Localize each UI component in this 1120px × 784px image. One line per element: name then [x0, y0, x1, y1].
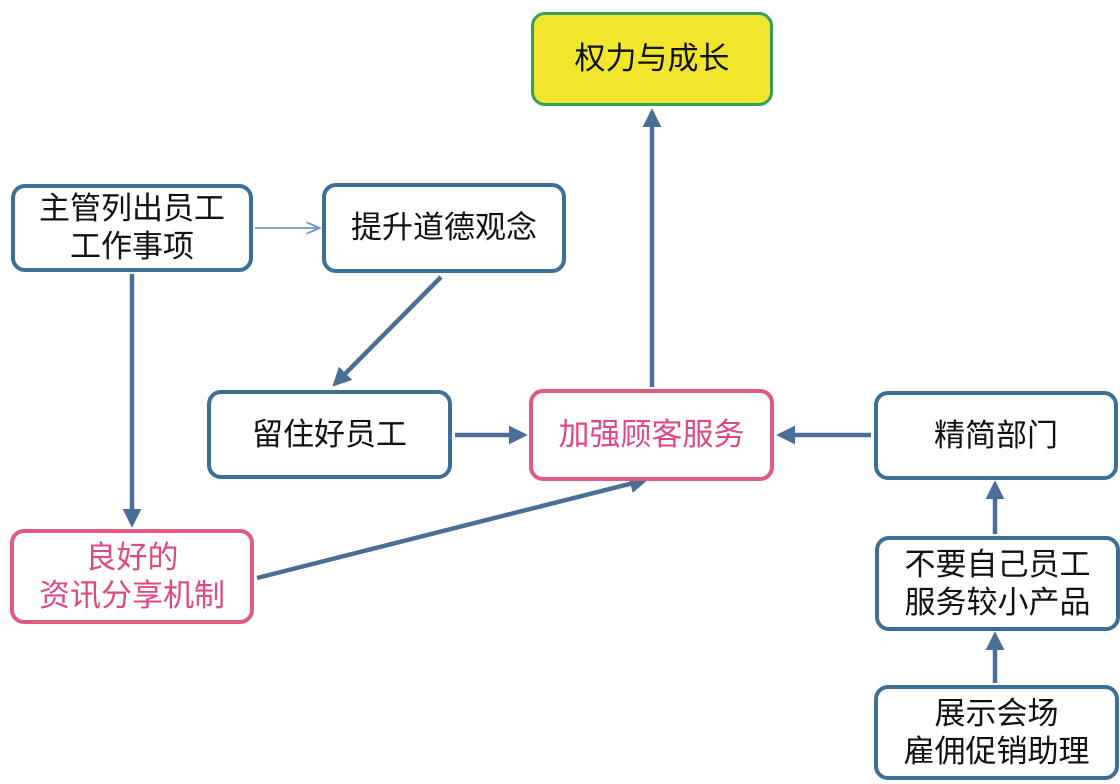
node-label-line: 资讯分享机制 [39, 577, 225, 614]
node-label-line: 权力与成长 [574, 41, 730, 77]
node-strengthen-customer-service: 加强顾客服务 [529, 389, 774, 481]
node-label-line: 工作事项 [70, 229, 194, 265]
node-power-and-growth: 权力与成长 [531, 12, 773, 106]
edge-ethic-to-keep [332, 275, 443, 387]
node-supervisor-list-tasks: 主管列出员工 工作事项 [11, 184, 253, 272]
node-label-line: 提升道德观念 [351, 210, 537, 246]
node-small-products: 不要自己员工 服务较小产品 [875, 536, 1120, 631]
node-exhibition-promoters: 展示会场 雇佣促销助理 [874, 685, 1119, 780]
node-label-line: 雇佣促销助理 [903, 733, 1090, 770]
node-retain-good-staff: 留住好员工 [207, 390, 452, 479]
node-label-line: 精简部门 [934, 417, 1058, 454]
node-label-line: 留住好员工 [252, 416, 407, 453]
node-label-line: 加强顾客服务 [558, 417, 745, 453]
node-information-sharing: 良好的 资讯分享机制 [10, 529, 254, 624]
node-label-line: 服务较小产品 [904, 584, 1091, 621]
node-label-line: 良好的 [85, 539, 179, 576]
node-streamline-departments: 精简部门 [874, 391, 1118, 480]
node-label-line: 不要自己员工 [904, 546, 1091, 583]
node-label-line: 主管列出员工 [39, 191, 225, 227]
node-raise-ethics: 提升道德观念 [322, 183, 566, 273]
edge-info-to-service [256, 474, 649, 581]
node-label-line: 展示会场 [934, 695, 1059, 732]
